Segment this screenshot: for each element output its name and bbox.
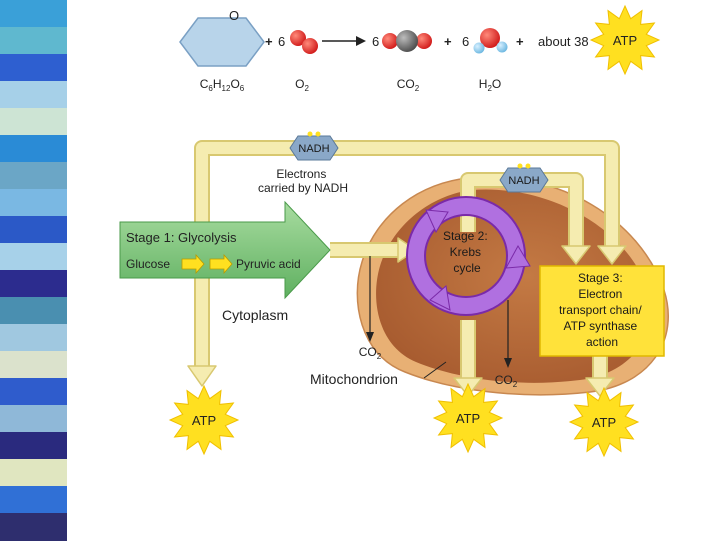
strip-square [0,135,68,163]
strip-square [0,189,68,217]
glycolysis-arrow-icons [181,253,233,275]
equation-row: O + 6 6 + 6 + about 38 ATP C [179,4,661,93]
glucose-oxygen-atom-label: O [229,8,239,23]
strip-square [0,54,68,82]
cytoplasm-label: Cytoplasm [222,307,288,323]
h2o-coefficient: 6 [462,34,469,49]
decorative-color-strip [0,0,68,541]
strip-square [0,432,68,460]
strip-square [0,513,68,541]
krebs-arrowhead [505,244,531,269]
strip-square [0,297,68,325]
co2-output-label: CO2 [359,345,382,361]
stage3-box: Stage 3: Electron transport chain/ ATP s… [539,265,665,357]
stage2-label: Stage 2: Krebs cycle [443,229,491,275]
co2-output-label: CO2 [495,373,518,389]
plus-sign: + [516,34,524,49]
strip-square [0,486,68,514]
mitochondrion-label: Mitochondrion [310,371,398,387]
nadh-badge-inner: NADH [499,163,549,193]
nadh-label-inner: NADH [508,175,539,187]
krebs-arrowhead [425,209,449,234]
mitochondrion-pointer-line [423,361,447,379]
equation-atp-label: ATP [613,33,637,48]
pyruvic-acid-label: Pyruvic acid [236,257,301,271]
glucose-label: Glucose [126,257,170,271]
arrowhead [585,377,615,397]
strip-square [0,108,68,136]
strip-square [0,459,68,487]
arrowhead [561,245,591,265]
stage1-title: Stage 1: Glycolysis [126,230,237,245]
co2-molecule [382,30,432,52]
atp-output-starburst: ATP [168,384,240,456]
strip-square [0,378,68,406]
krebs-cycle: Stage 2: Krebs cycle [406,196,531,316]
co2-output-arrow: CO2 [495,300,518,389]
reaction-arrow [322,36,366,46]
strip-square [0,81,68,109]
krebs-arrowhead [429,285,451,311]
atp-output-label: ATP [592,415,616,430]
strip-square [0,216,68,244]
o2-coefficient: 6 [278,34,285,49]
strip-square [0,162,68,190]
atp-output-starburst: ATP [432,382,504,454]
strip-square [0,27,68,55]
o2-formula: O2 [295,77,309,93]
h2o-molecule [473,28,508,54]
co2-formula: CO2 [397,77,420,93]
o2-molecule [290,30,318,54]
atp-output-label: ATP [192,413,216,428]
strip-square [0,0,68,28]
stage1-glycolysis-arrow: Stage 1: Glycolysis Glucose Pyruvic acid [119,200,331,300]
glucose-formula: C6H12O6 [200,77,245,93]
about-38-text: about 38 [538,34,589,49]
strip-square [0,270,68,298]
equation-atp-starburst: ATP [589,4,661,76]
plus-sign: + [265,34,273,49]
strip-square [0,324,68,352]
nadh-label-top: NADH [298,143,329,155]
strip-square [0,351,68,379]
glucose-hexagon [179,17,265,67]
arrowhead [187,365,217,387]
strip-square [0,243,68,271]
co2-output-arrow: CO2 [359,256,382,361]
atp-output-label: ATP [456,411,480,426]
electrons-carried-label: Electrons carried by NADH [258,167,348,195]
co2-coefficient: 6 [372,34,379,49]
stage3-label: Stage 3: Electron transport chain/ ATP s… [559,271,645,349]
h2o-formula: H2O [479,77,501,93]
atp-output-starburst: ATP [568,386,640,458]
plus-sign: + [444,34,452,49]
nadh-badge-top: NADH [289,131,339,161]
strip-square [0,405,68,433]
arrowhead [597,245,627,265]
